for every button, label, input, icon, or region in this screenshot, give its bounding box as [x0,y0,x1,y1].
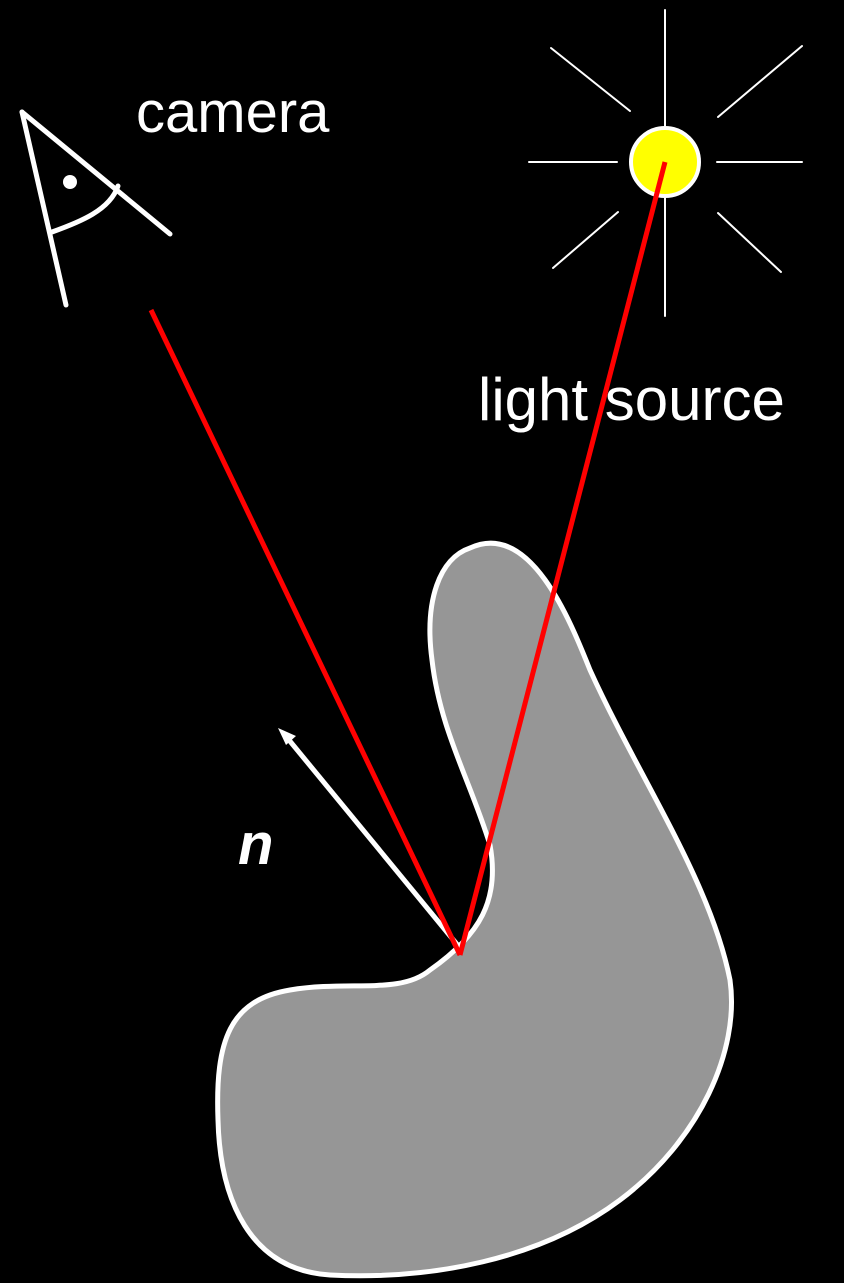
camera-icon [19,109,173,308]
light-source-label: light source [478,366,785,433]
camera-label: camera [136,80,330,145]
ray-from-light [457,161,668,956]
normal-label: n [238,812,273,877]
normal-arrow [278,728,462,950]
surface-object [215,540,734,1279]
sun-icon [528,9,803,317]
ray-to-camera [148,308,463,957]
